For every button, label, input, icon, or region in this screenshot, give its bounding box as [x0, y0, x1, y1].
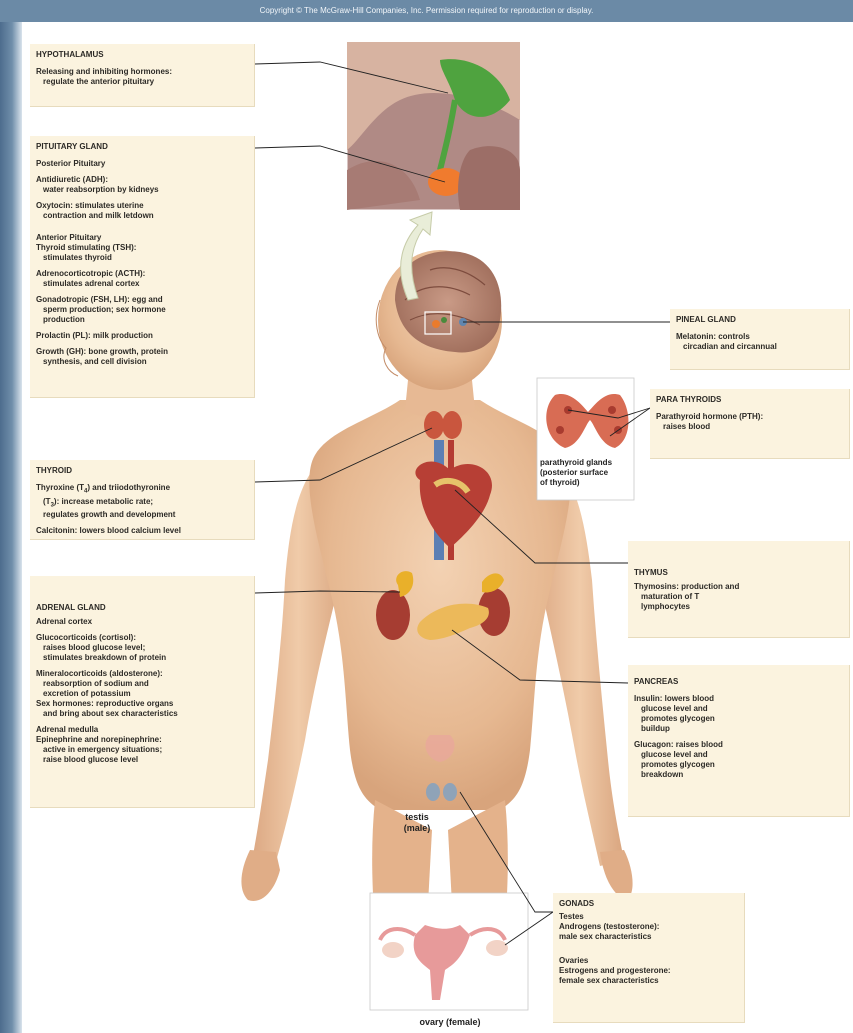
thyroid-line: Thyroxine (T — [36, 483, 84, 492]
adrenal-title: ADRENAL GLAND — [36, 603, 248, 613]
ovary-label: ovary (female) — [395, 1017, 505, 1028]
pineal-box: PINEAL GLAND Melatonin: controls circadi… — [670, 309, 850, 370]
pituitary-box: PITUITARY GLAND Posterior Pituitary Anti… — [30, 136, 255, 398]
pituitary-line: Thyroid stimulating (TSH): — [36, 243, 136, 252]
gonads-line: Androgens (testosterone): — [559, 922, 738, 932]
pancreas-title: PANCREAS — [634, 677, 843, 687]
pineal-line: circadian and circannual — [676, 342, 843, 352]
pituitary-title: PITUITARY GLAND — [36, 142, 248, 152]
adrenal-line: raise blood glucose level — [36, 755, 138, 764]
pituitary-line: Antidiuretic (ADH): — [36, 175, 108, 184]
pancreas-line: glucose level and — [634, 750, 708, 759]
thymus-title: THYMUS — [634, 568, 843, 578]
ovary-inset — [370, 893, 528, 1010]
hypothalamus-line: regulate the anterior pituitary — [36, 77, 248, 87]
adrenal-line: Glucocorticoids (cortisol): — [36, 633, 136, 642]
thyroid-line: Calcitonin: lowers blood calcium level — [36, 526, 248, 536]
pituitary-line: synthesis, and cell division — [36, 357, 147, 366]
pineal-title: PINEAL GLAND — [676, 315, 843, 325]
adrenal-line: active in emergency situations; — [36, 745, 162, 754]
pituitary-line: Gonadotropic (FSH, LH): egg and — [36, 295, 163, 304]
thyroid-line: ) and triiodothyronine — [87, 483, 170, 492]
gonads-title: GONADS — [559, 899, 738, 909]
adrenal-line: raises blood glucose level; — [36, 643, 145, 652]
caption-line: parathyroid glands — [540, 458, 630, 468]
adrenal-cortex: Adrenal cortex — [36, 617, 248, 627]
pituitary-posterior: Posterior Pituitary — [36, 159, 248, 169]
gonads-box: GONADS Testes Androgens (testosterone): … — [553, 893, 745, 1023]
caption-line: (posterior surface — [540, 468, 630, 478]
hypothalamus-title: HYPOTHALAMUS — [36, 50, 248, 60]
thyroid-box: THYROID Thyroxine (T4) and triiodothyron… — [30, 460, 255, 540]
adrenal-line: Sex hormones: reproductive organs — [36, 699, 173, 708]
pituitary-line: stimulates thyroid — [36, 253, 112, 262]
testis-label: testis (male) — [392, 812, 442, 834]
parathyroids-title: PARA THYROIDS — [656, 395, 843, 405]
gonads-line: male sex characteristics — [559, 932, 738, 942]
adrenal-line: stimulates breakdown of protein — [36, 653, 166, 662]
gonads-testes: Testes — [559, 912, 738, 922]
pituitary-line: sperm production; sex hormone — [36, 305, 166, 314]
parathyroid-inset-caption: parathyroid glands (posterior surface of… — [540, 458, 630, 488]
thymus-line: maturation of T — [634, 592, 843, 602]
adrenal-line: Epinephrine and norepinephrine: — [36, 735, 162, 744]
pituitary-line: production — [36, 315, 85, 324]
parathyroids-box: PARA THYROIDS Parathyroid hormone (PTH):… — [650, 389, 850, 459]
adrenal-line: and bring about sex characteristics — [36, 709, 178, 718]
hypothalamus-box: HYPOTHALAMUS Releasing and inhibiting ho… — [30, 44, 255, 107]
gonads-ovaries: Ovaries — [559, 956, 738, 966]
thyroid-title: THYROID — [36, 466, 248, 476]
pituitary-line: Oxytocin: stimulates uterine — [36, 201, 144, 210]
adrenal-medulla: Adrenal medulla — [36, 725, 248, 735]
thyroid-line: (T — [43, 497, 51, 506]
parathyroids-line: Parathyroid hormone (PTH): — [656, 412, 843, 422]
adrenal-line: Mineralocorticoids (aldosterone): — [36, 669, 163, 678]
thyroid-line: ): increase metabolic rate; — [54, 497, 153, 506]
gonads-line: Estrogens and progesterone: — [559, 966, 738, 976]
caption-line: of thyroid) — [540, 478, 630, 488]
pancreas-line: promotes glycogen — [634, 760, 715, 769]
pituitary-line: stimulates adrenal cortex — [36, 279, 139, 288]
pituitary-line: water reabsorption by kidneys — [36, 185, 159, 194]
pancreas-line: Insulin: lowers blood — [634, 694, 714, 703]
pancreas-line: promotes glycogen — [634, 714, 715, 723]
testis-label-line: (male) — [392, 823, 442, 834]
pituitary-line: contraction and milk letdown — [36, 211, 154, 220]
thymus-line: lymphocytes — [634, 602, 843, 612]
gonads-line: female sex characteristics — [559, 976, 738, 986]
pineal-line: Melatonin: controls — [676, 332, 843, 342]
pituitary-line: Growth (GH): bone growth, protein — [36, 347, 168, 356]
pancreas-line: buildup — [634, 724, 670, 733]
parathyroids-line: raises blood — [656, 422, 843, 432]
adrenal-box: ADRENAL GLAND Adrenal cortex Glucocortic… — [30, 576, 255, 808]
pituitary-anterior: Anterior Pituitary — [36, 233, 248, 243]
thymus-line: Thymosins: production and — [634, 582, 843, 592]
thymus-box: THYMUS Thymosins: production and maturat… — [628, 541, 850, 638]
thyroid-line: regulates growth and development — [36, 510, 248, 520]
adrenal-line: reabsorption of sodium and — [36, 679, 149, 688]
pituitary-line: Adrenocorticotropic (ACTH): — [36, 269, 145, 278]
pancreas-line: glucose level and — [634, 704, 708, 713]
hypothalamus-line: Releasing and inhibiting hormones: — [36, 67, 248, 77]
testis-label-line: testis — [392, 812, 442, 823]
human-body — [241, 250, 632, 960]
pituitary-line: Prolactin (PL): milk production — [36, 331, 248, 341]
adrenal-line: excretion of potassium — [36, 689, 131, 698]
pancreas-line: Glucagon: raises blood — [634, 740, 723, 749]
pancreas-line: breakdown — [634, 770, 683, 779]
